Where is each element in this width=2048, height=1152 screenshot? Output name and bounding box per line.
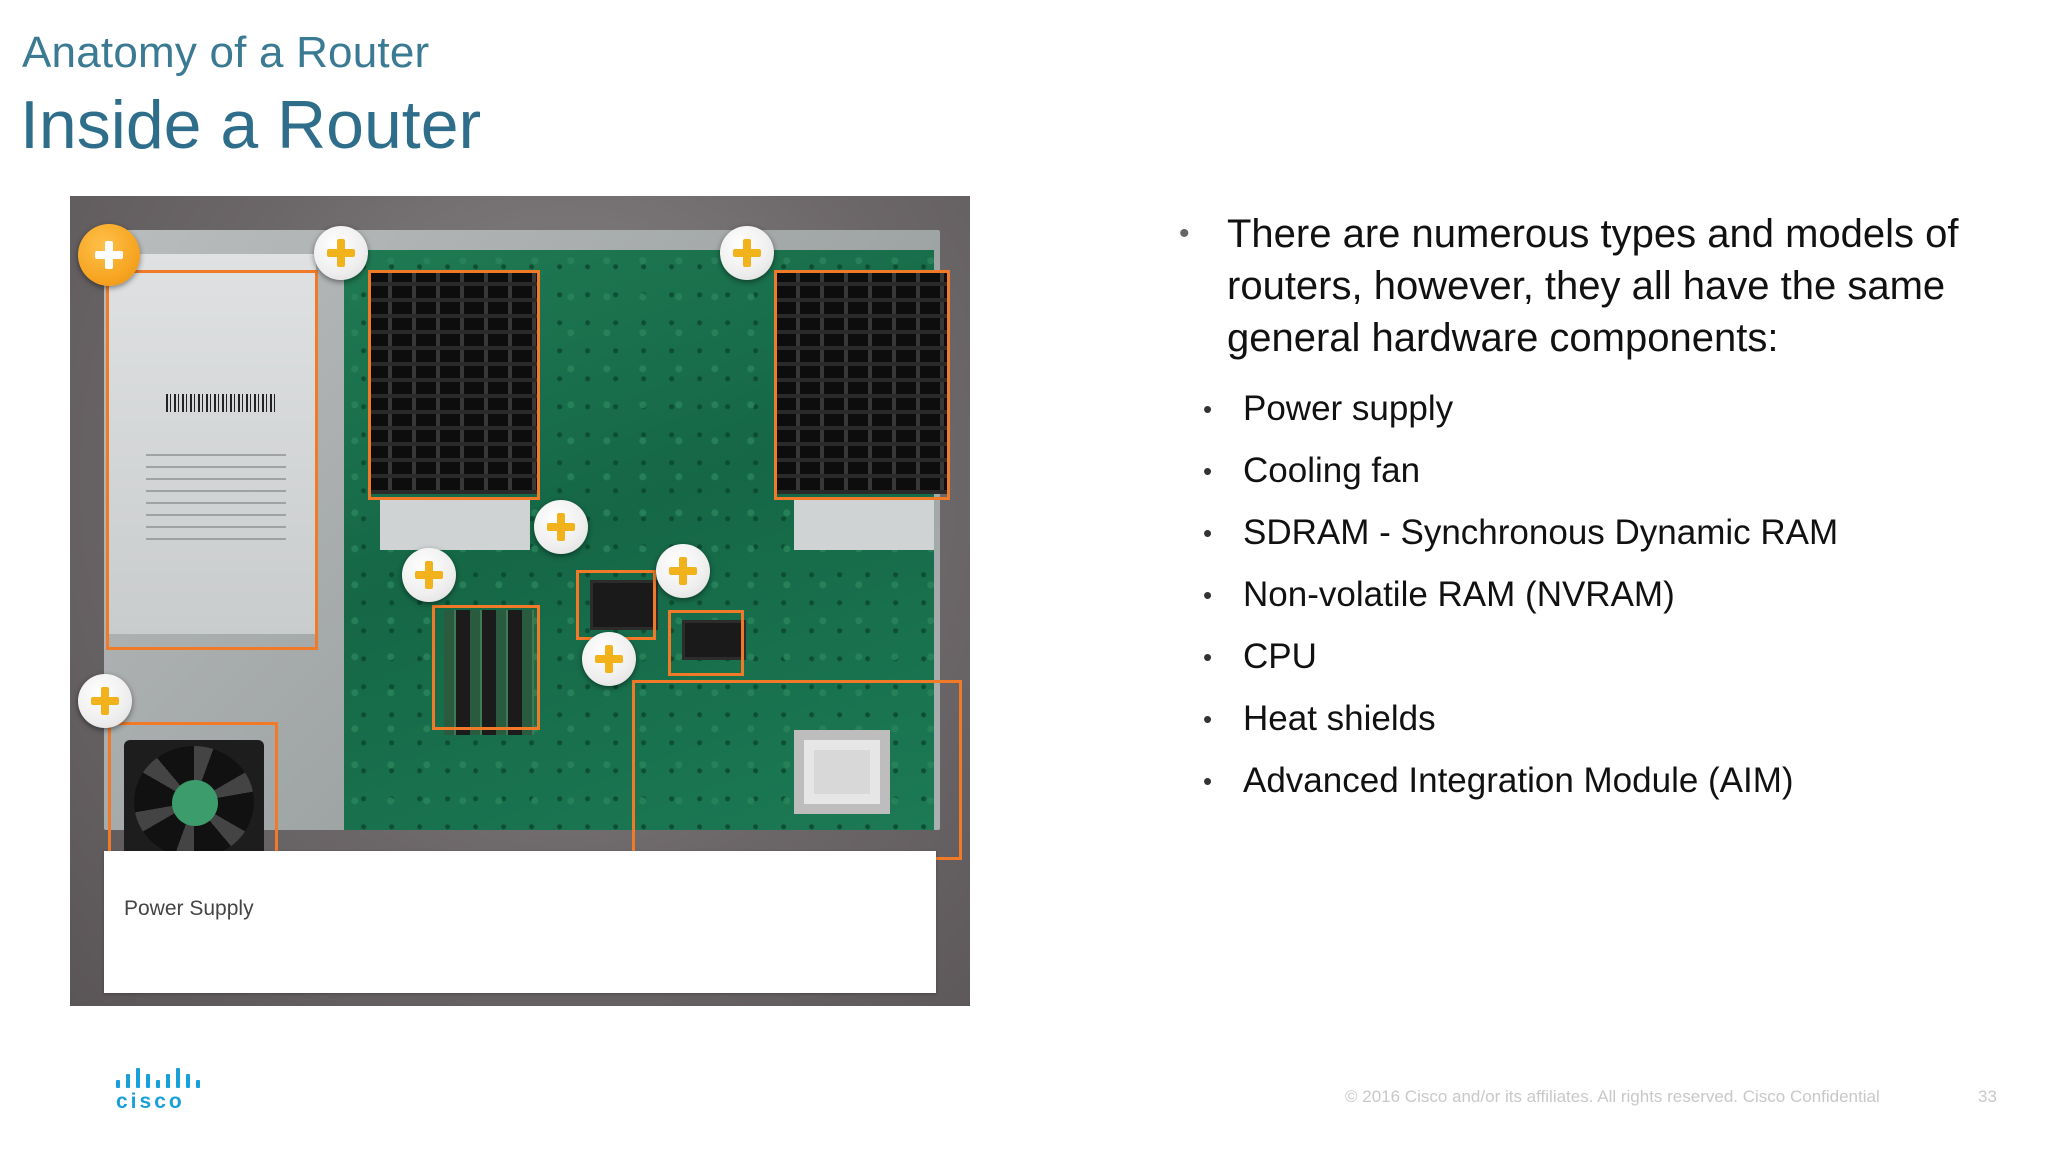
sdram-outline [432, 605, 540, 730]
label-graphic [146, 454, 286, 544]
plus-icon [595, 645, 623, 673]
bullet-list: • There are numerous types and models of… [1175, 208, 1995, 812]
page-number: 33 [1978, 1087, 1997, 1106]
power-supply-outline [106, 270, 318, 650]
bullet-dot-icon: • [1203, 704, 1213, 734]
plus-icon [91, 687, 119, 715]
aim-outline [632, 680, 962, 860]
heat-shield-left-image [368, 270, 540, 494]
bullet-dot-icon: • [1203, 642, 1213, 672]
intro-bullet-text: There are numerous types and models of r… [1227, 212, 1959, 360]
bullet-dot-icon: • [1203, 394, 1213, 424]
list-item-text: Non-volatile RAM (NVRAM) [1243, 575, 1675, 614]
list-item-text: CPU [1243, 637, 1317, 676]
heat-shield-right-outline [774, 270, 950, 500]
fan-hub [172, 780, 218, 826]
barcode-graphic [166, 394, 276, 412]
hotspot-heat-shield-right-button[interactable] [720, 226, 774, 280]
component-list: • Power supply • Cooling fan • SDRAM - Sync… [1175, 378, 1995, 812]
list-item: • SDRAM - Synchronous Dynamic RAM [1175, 502, 1995, 564]
component-caption-text: Power Supply [124, 897, 254, 920]
nvram-chip-image [682, 620, 746, 660]
cisco-logo: cisco [114, 1066, 200, 1113]
component-caption-box: Power Supply [104, 851, 936, 993]
hotspot-cooling-fan-button[interactable] [78, 674, 132, 728]
cpu-outline [576, 570, 656, 640]
cooling-fan-outline [108, 722, 278, 862]
hotspot-aim-button[interactable] [582, 632, 636, 686]
power-supply-image [106, 254, 316, 634]
hotspot-cpu-button[interactable] [534, 500, 588, 554]
hotspot-heat-shield-left-button[interactable] [314, 226, 368, 280]
list-item: • Power supply [1175, 378, 1995, 440]
slide-title: Inside a Router [20, 87, 482, 163]
bullet-dot-icon: • [1203, 766, 1213, 796]
cisco-logo-bars-icon [114, 1066, 200, 1088]
list-item: • Advanced Integration Module (AIM) [1175, 750, 1995, 812]
list-item-text: Advanced Integration Module (AIM) [1243, 761, 1794, 800]
bullet-dot-icon: • [1203, 518, 1213, 548]
plus-icon [327, 239, 355, 267]
list-item: • Non-volatile RAM (NVRAM) [1175, 564, 1995, 626]
plus-icon [415, 561, 443, 589]
heat-shield-left-outline [368, 270, 540, 500]
nvram-outline [668, 610, 744, 676]
bullet-dot-icon: • [1203, 456, 1213, 486]
plus-icon [95, 241, 123, 269]
plus-icon [733, 239, 761, 267]
vent-right [794, 500, 934, 550]
plus-icon [547, 513, 575, 541]
section-title: Anatomy of a Router [22, 28, 430, 77]
list-item-text: Heat shields [1243, 699, 1436, 738]
cisco-logo-text: cisco [116, 1090, 185, 1113]
list-item: • Cooling fan [1175, 440, 1995, 502]
list-item-text: SDRAM - Synchronous Dynamic RAM [1243, 513, 1839, 552]
bullet-dot-icon: • [1203, 580, 1213, 610]
copyright-text: © 2016 Cisco and/or its affiliates. All … [1345, 1087, 1880, 1106]
hotspot-power-supply-button[interactable] [78, 224, 140, 286]
router-interactive-figure: Power Supply [70, 196, 970, 1006]
list-item: • CPU [1175, 626, 1995, 688]
heat-shield-right-image [776, 270, 948, 494]
plus-icon [669, 557, 697, 585]
aim-chip-image [794, 730, 890, 814]
sdram-image [444, 610, 534, 735]
list-item-text: Power supply [1243, 389, 1454, 428]
cooling-fan-image [124, 740, 264, 865]
list-item-text: Cooling fan [1243, 451, 1421, 490]
list-item: • Heat shields [1175, 688, 1995, 750]
cpu-chip-image [590, 580, 658, 630]
bullet-dot-icon: • [1179, 217, 1190, 250]
hotspot-sdram-button[interactable] [402, 548, 456, 602]
router-board [78, 224, 962, 1006]
intro-bullet: • There are numerous types and models of… [1175, 208, 1995, 364]
vent-left [380, 500, 530, 550]
hotspot-nvram-button[interactable] [656, 544, 710, 598]
